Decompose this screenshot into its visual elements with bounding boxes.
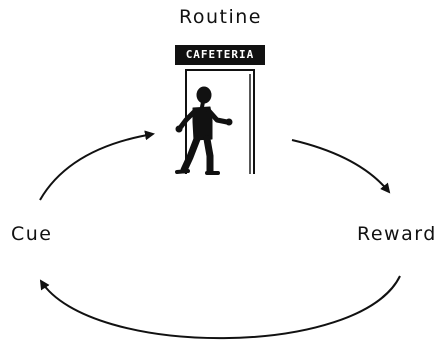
arrow-reward-to-cue [39, 275, 401, 340]
cue-label: Cue [11, 223, 53, 245]
walking-person-icon [175, 86, 233, 175]
arrow-routine-to-reward [291, 139, 391, 194]
cafeteria-sign: CAFETERIA [175, 45, 265, 65]
arrow-cue-to-routine [39, 130, 155, 201]
reward-label: Reward [357, 223, 437, 245]
routine-label: Routine [179, 6, 262, 28]
